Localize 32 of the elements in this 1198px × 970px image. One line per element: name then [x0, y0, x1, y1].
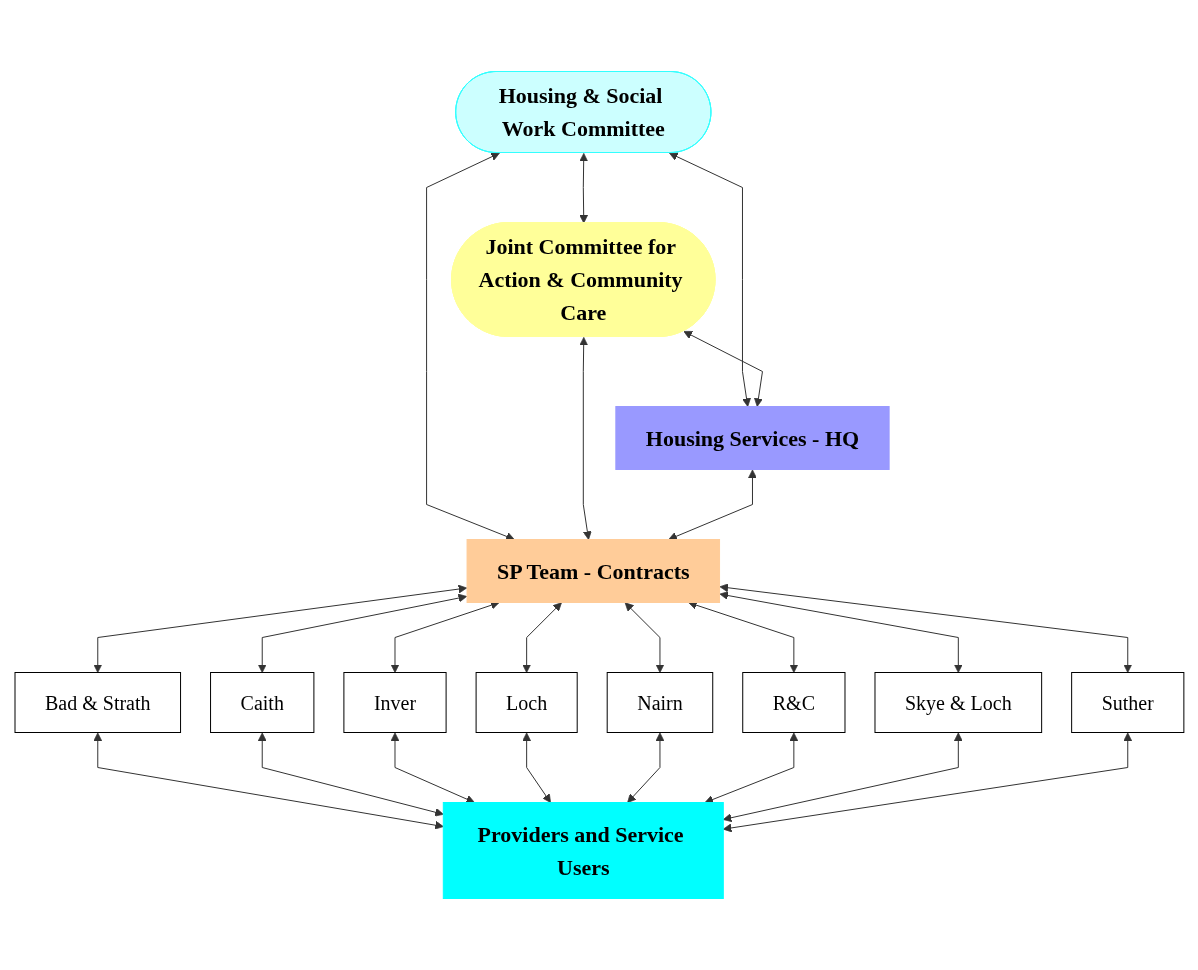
- arrow: [390, 732, 475, 804]
- arrow: [667, 469, 757, 541]
- node-box: Loch: [475, 672, 578, 733]
- arrow: [257, 732, 444, 817]
- node-box: Inver: [342, 672, 447, 733]
- arrow: [626, 732, 664, 803]
- arrow: [425, 152, 515, 541]
- node-box: R&C: [741, 672, 846, 733]
- arrow: [521, 602, 562, 673]
- arrow: [722, 732, 963, 823]
- arrow: [390, 601, 499, 673]
- arrow: [578, 153, 588, 224]
- arrow: [624, 602, 664, 673]
- arrow: [92, 732, 444, 830]
- arrow: [683, 331, 763, 407]
- arrow: [92, 584, 467, 673]
- node-box: Providers and Service Users: [442, 802, 724, 899]
- arrow: [722, 732, 1132, 833]
- arrow: [719, 591, 963, 673]
- node-box: Housing Services - HQ: [614, 406, 890, 470]
- arrow: [719, 583, 1132, 673]
- node-box: Caith: [209, 672, 314, 733]
- arrow: [578, 337, 592, 540]
- node-box: Bad & Strath: [14, 672, 181, 733]
- arrow: [257, 593, 467, 673]
- node-box: Nairn: [606, 672, 713, 733]
- node-box: Skye & Loch: [874, 672, 1042, 733]
- arrow: [668, 152, 751, 407]
- arrow: [521, 732, 551, 803]
- node-box: SP Team - Contracts: [466, 539, 720, 603]
- node-box: Suther: [1070, 672, 1184, 733]
- arrow: [704, 732, 798, 804]
